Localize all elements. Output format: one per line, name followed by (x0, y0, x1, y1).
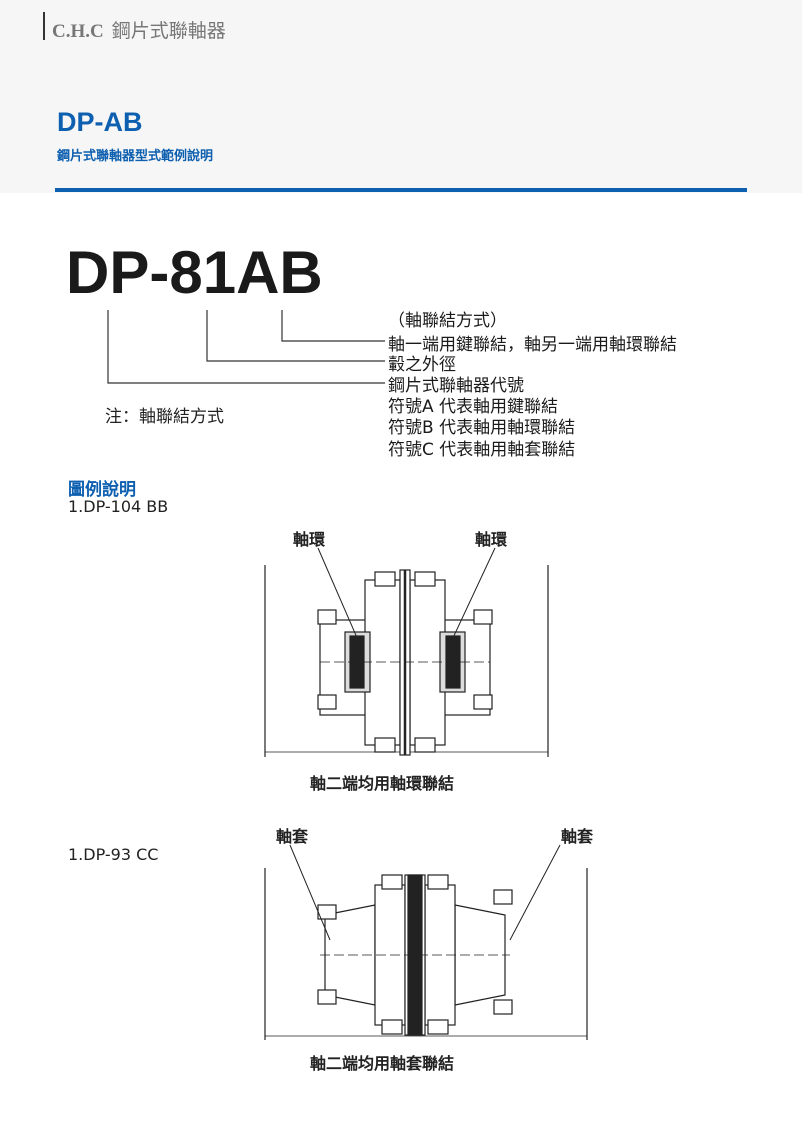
example-2-label-left: 軸套 (276, 827, 309, 846)
brand-logo: C.H.C (52, 21, 104, 42)
example-1-caption: 軸二端均用軸環聯結 (310, 774, 455, 793)
explain-line-3: 鋼片式聯軸器代號 (388, 376, 524, 396)
note: 注：軸聯結方式 (105, 407, 224, 427)
model-code: DP-81AB (66, 239, 323, 306)
explain-line-5: 符號B 代表軸用軸環聯結 (388, 418, 576, 438)
section-subtitle: 鋼片式聯軸器型式範例說明 (57, 149, 214, 164)
example-1-name: 1.DP-104 BB (68, 497, 169, 516)
example-2-caption: 軸二端均用軸套聯結 (310, 1054, 455, 1073)
page-header (0, 0, 802, 193)
header-bar (43, 12, 45, 40)
example-2-name: 1.DP-93 CC (68, 845, 159, 864)
explain-line-0: （軸聯結方式） (388, 311, 507, 331)
explain-line-6: 符號C 代表軸用軸套聯結 (388, 440, 576, 460)
section-title: DP-AB (57, 107, 143, 137)
explain-line-2: 轂之外徑 (388, 355, 456, 375)
legend-title: 圖例說明 (68, 480, 136, 500)
product-name: 鋼片式聯軸器 (111, 20, 226, 42)
example-1-label-left: 軸環 (293, 530, 326, 549)
example-2-label-right: 軸套 (561, 827, 594, 846)
explain-line-1: 軸一端用鍵聯結，軸另一端用軸環聯結 (388, 335, 677, 355)
header-divider (55, 188, 747, 192)
brand-header: C.H.C 鋼片式聯軸器 (52, 16, 226, 43)
explain-line-4: 符號A 代表軸用鍵聯結 (388, 397, 559, 417)
example-1-label-right: 軸環 (475, 530, 508, 549)
